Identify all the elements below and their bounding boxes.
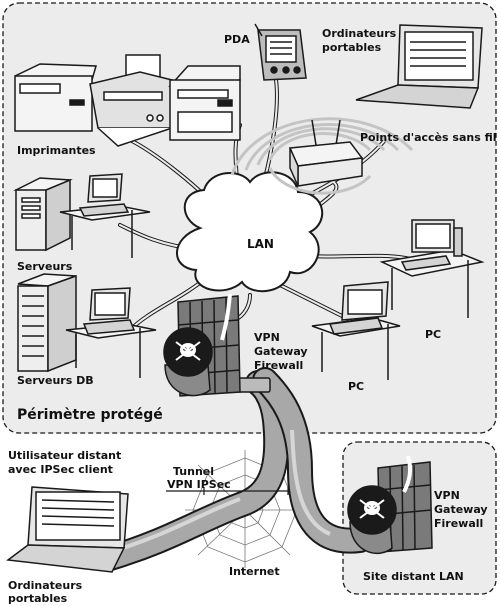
vpn-gateway-label-line1: VPN [254, 331, 280, 344]
pda-label: PDA [224, 33, 250, 46]
wireless-ap-label: Points d'accès sans fil [360, 131, 497, 144]
db-server-rack-icon [17, 273, 77, 373]
remote-hacker-pirate-icon [347, 485, 397, 555]
db-desk-icon [65, 287, 157, 378]
vpn-gateway-label-line3: Firewall [254, 359, 304, 372]
remote-user-label-line2: avec IPSec client [8, 463, 113, 476]
remote-vpn-gateway-label-line3: Firewall [434, 517, 484, 530]
tunnel-label-line1: Tunnel [173, 465, 215, 478]
remote-site-label: Site distant LAN [363, 570, 464, 583]
tunnel-connector [237, 377, 271, 393]
printer-icon [14, 63, 97, 132]
remote-vpn-gateway-label-line1: VPN [434, 489, 460, 502]
protected-perimeter-label: Périmètre protégé [17, 407, 163, 423]
tunnel-label-line2: VPN IPSec [167, 478, 231, 491]
access-point-icon [288, 119, 364, 187]
remote-laptop-icon [6, 486, 129, 573]
laptops-top-label-line2: portables [322, 41, 382, 54]
pc-right-icon [379, 219, 485, 318]
server-tower-icon [13, 177, 73, 252]
printers-label: Imprimantes [17, 144, 96, 157]
server-desk-icon [59, 173, 151, 258]
lan-cloud-icon [176, 171, 324, 293]
remote-vpn-gateway-label-line2: Gateway [434, 503, 488, 516]
laptop-icon [355, 24, 483, 109]
laptops-top-label-line1: Ordinateurs [322, 27, 397, 40]
remote-user-label-line1: Utilisateur distant [8, 449, 122, 462]
vpn-gateway-label-line2: Gateway [254, 345, 308, 358]
laptops-bottom-label-line1: Ordinateurs [8, 579, 83, 592]
servers-db-label: Serveurs DB [17, 374, 94, 387]
laptops-bottom-label-line2: portables [8, 592, 68, 605]
pda-icon [254, 23, 307, 81]
pc-right-label: PC [425, 328, 442, 341]
pc-center-label: PC [348, 380, 365, 393]
hacker-pirate-icon [163, 327, 213, 397]
printer-icon [89, 54, 173, 147]
pc-center-icon [311, 281, 401, 380]
lan-label: LAN [247, 237, 274, 251]
printer-icon [168, 65, 241, 141]
internet-label: Internet [229, 565, 280, 578]
servers-label: Serveurs [17, 260, 73, 273]
